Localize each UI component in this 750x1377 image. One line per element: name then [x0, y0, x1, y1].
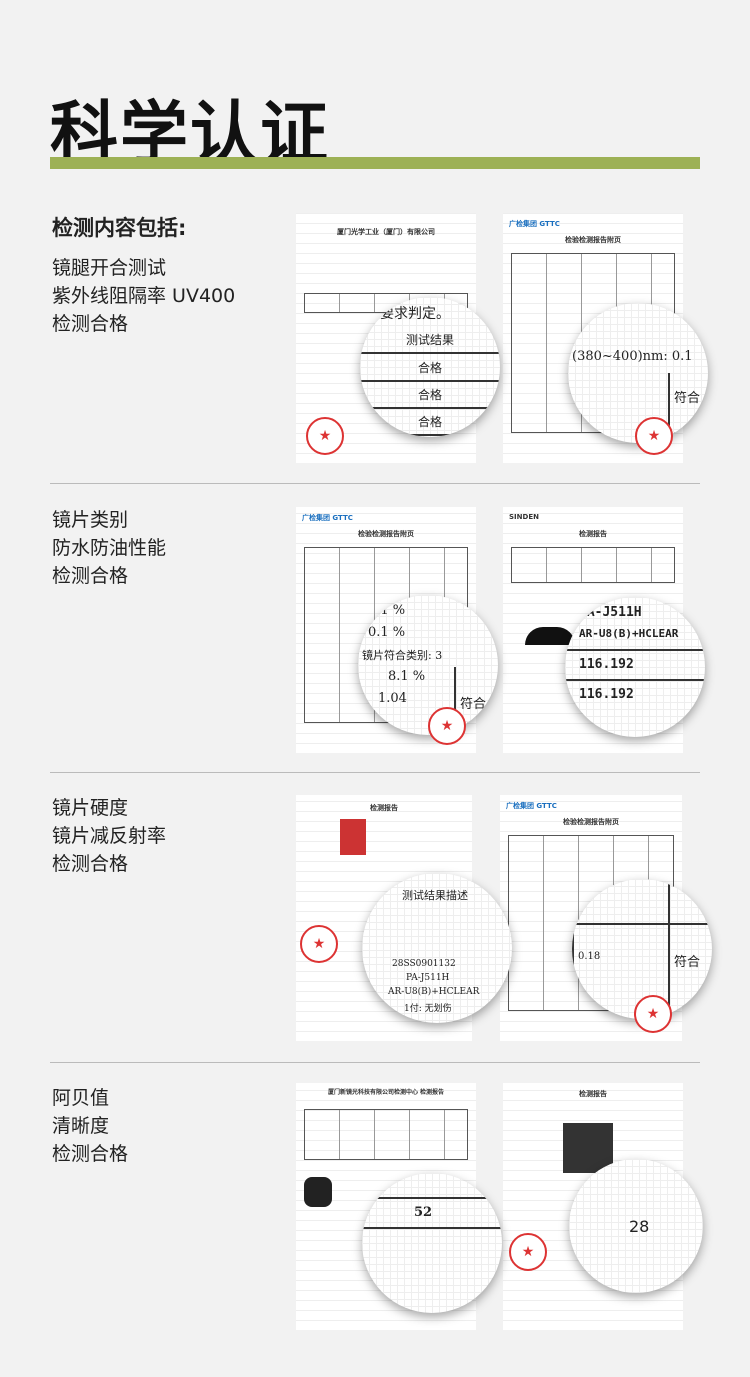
- stamp-icon: ★: [509, 1233, 547, 1271]
- report-header: 检验检测报告附页: [358, 530, 414, 538]
- test-item: 检测合格: [52, 1143, 129, 1165]
- test-item: 防水防油性能: [52, 537, 167, 559]
- stamp-icon: ★: [635, 417, 673, 455]
- magnifier: 52: [362, 1173, 502, 1313]
- test-item: 紫外线阻隔率 UV400: [52, 285, 236, 307]
- magnifier: 0.1 % 0.1 % 镜片符合类别: 3 8.1 % 1.04 符合: [358, 595, 498, 735]
- report-header: 检验检测报告附页: [565, 236, 621, 244]
- lens-sample-image: [304, 1177, 332, 1207]
- mag-text: AR-U8(B)+HCLEAR: [579, 627, 679, 640]
- test-item: 镜片硬度: [52, 797, 129, 819]
- mag-text: 0.1 %: [368, 625, 406, 640]
- mag-text: 合格: [360, 409, 500, 436]
- mag-text: AR-U8(B)+HCLEAR: [388, 987, 480, 997]
- mag-text: 8.1 %: [388, 669, 426, 684]
- report-table: [304, 1109, 468, 1160]
- logo: SINDEN: [509, 513, 539, 521]
- report-header: 检验检测报告附页: [563, 818, 619, 826]
- mag-text: 符合: [460, 697, 487, 712]
- report-table: [511, 547, 675, 583]
- report-header: 检测报告: [579, 530, 607, 538]
- divider: [50, 772, 700, 773]
- lens-sample-image: [525, 627, 575, 645]
- mag-text: 测试结果描述: [402, 889, 468, 902]
- logo: 广检集团 GTTC: [302, 514, 353, 522]
- stamp-icon: ★: [428, 707, 466, 745]
- test-item: 镜片类别: [52, 509, 129, 531]
- certificate-image: 广检集团 GTTC 检验检测报告附页 0.18 符合 ★: [500, 795, 712, 1041]
- mag-text: 116.192: [579, 687, 634, 702]
- mag-text: 1付: 无划伤: [404, 1004, 452, 1014]
- mag-text: 28SS0901132: [392, 959, 456, 969]
- stamp-icon: ★: [300, 925, 338, 963]
- device-photo: [340, 819, 366, 855]
- divider: [50, 1062, 700, 1063]
- logo: 广检集团 GTTC: [506, 802, 557, 810]
- mag-text: 0.18: [578, 951, 601, 962]
- mag-text: 116.192: [579, 657, 634, 672]
- certificate-image: 检测报告 ★ 28: [503, 1083, 703, 1330]
- mag-text: 符合: [674, 391, 701, 406]
- magnifier: (380~400)nm: 0.1 符合: [568, 303, 708, 443]
- mag-text: 要求判定。: [380, 306, 450, 322]
- magnifier: 测试结果描述 28SS0901132 PA-J511H AR-U8(B)+HCL…: [362, 873, 512, 1023]
- test-item: 镜腿开合测试: [52, 257, 167, 279]
- logo: 广检集团 GTTC: [509, 220, 560, 228]
- stamp-icon: ★: [306, 417, 344, 455]
- certificate-image: 检测报告 ★ 测试结果描述 28SS0901132 PA-J511H AR-U8…: [296, 795, 512, 1041]
- test-item: 检测合格: [52, 313, 129, 335]
- certificate-image: 厦门光学工业（厦门）有限公司 ★ 要求判定。 测试结果 合格 合格 合格: [296, 213, 500, 463]
- mag-text: 28: [629, 1217, 650, 1236]
- certificate-image: 广检集团 GTTC 检验检测报告附页 (380~400)nm: 0.1 符合 ★: [503, 213, 708, 463]
- report-header: 厦门新镜光科技有限公司检测中心 检测报告: [327, 1089, 445, 1096]
- test-item: 镜片减反射率: [52, 825, 167, 847]
- mag-text: PA-J511H: [579, 605, 642, 620]
- magnifier: PA-J511H AR-U8(B)+HCLEAR 116.192 116.192: [565, 597, 705, 737]
- magnifier: 要求判定。 测试结果 合格 合格 合格: [360, 297, 500, 437]
- mag-text: 镜片符合类别: 3: [362, 649, 443, 662]
- mag-text: 1.04: [378, 691, 407, 706]
- mag-text: 符合: [674, 955, 701, 970]
- certificate-image: SINDEN 检测报告 PA-J511H AR-U8(B)+HCLEAR 116…: [503, 507, 705, 753]
- magnifier: 28: [569, 1159, 703, 1293]
- certificate-image: 厦门新镜光科技有限公司检测中心 检测报告 52: [296, 1083, 502, 1330]
- test-item: 检测合格: [52, 853, 129, 875]
- mag-text: 测试结果: [360, 327, 500, 354]
- stamp-icon: ★: [634, 995, 672, 1033]
- test-item: 检测合格: [52, 565, 129, 587]
- magnifier: 0.18 符合: [572, 879, 712, 1019]
- report-header: 厦门光学工业（厦门）有限公司: [337, 228, 435, 236]
- mag-text: (380~400)nm: 0.1: [572, 349, 693, 364]
- test-item: 清晰度: [52, 1115, 110, 1137]
- mag-text: PA-J511H: [406, 973, 450, 983]
- report-header: 检测报告: [579, 1090, 607, 1098]
- mag-text: 合格: [360, 355, 500, 382]
- accent-bar: [50, 157, 700, 169]
- section-heading: 检测内容包括:: [52, 216, 187, 240]
- mag-text: 合格: [360, 382, 500, 409]
- device-photo: [563, 1123, 613, 1173]
- divider: [50, 483, 700, 484]
- certificate-image: 广检集团 GTTC 检验检测报告附页 0.1 % 0.1 % 镜片符合类别: 3…: [296, 507, 498, 753]
- test-item: 阿贝值: [52, 1087, 110, 1109]
- mag-text: 52: [414, 1205, 433, 1220]
- report-header: 检测报告: [370, 804, 398, 812]
- mag-text: 0.1 %: [368, 603, 406, 618]
